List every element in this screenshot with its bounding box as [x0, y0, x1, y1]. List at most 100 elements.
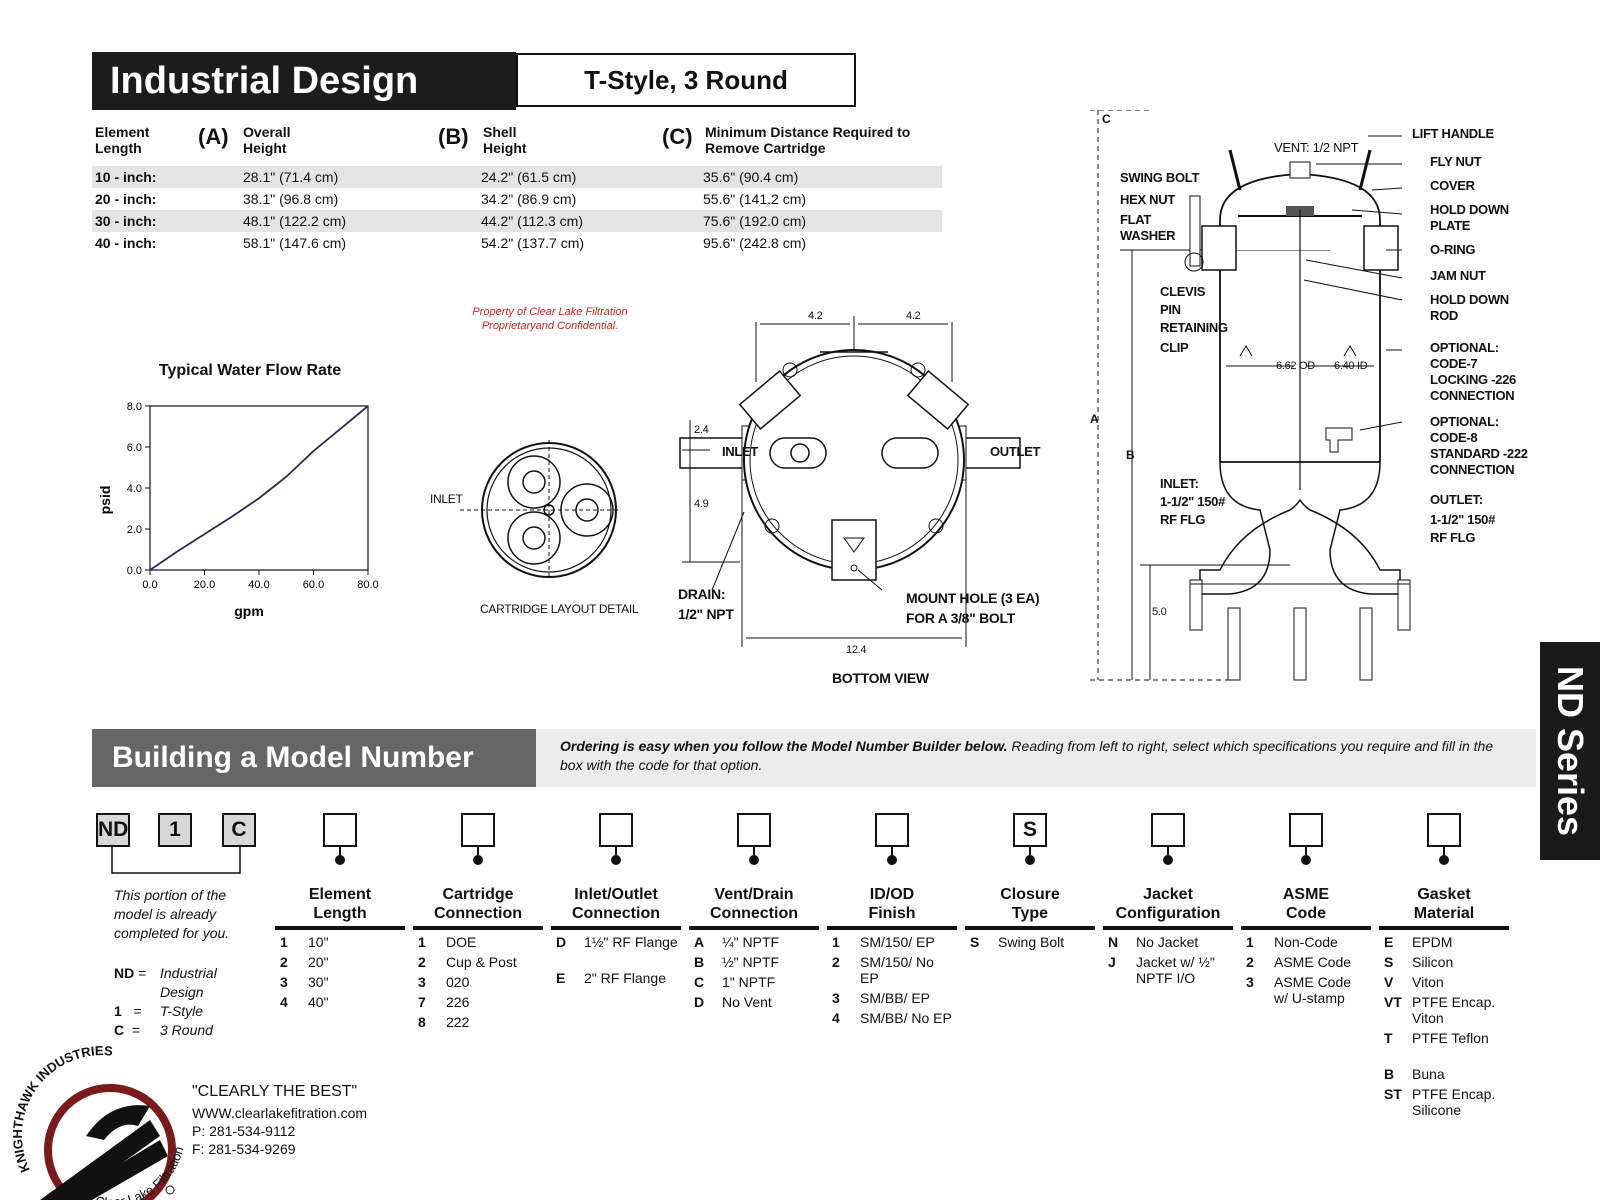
- fax-number: F: 281-534-9269: [192, 1141, 296, 1157]
- dim-24-label: 2.4: [694, 424, 709, 436]
- dim-c-label: C: [1102, 112, 1111, 126]
- option-code: 4: [832, 1010, 840, 1026]
- cell-b: 24.2" (61.5 cm): [481, 169, 577, 185]
- connector-dot: [473, 855, 483, 865]
- bottom-view-drawing: 4.2 4.2 2.4 4.9 INLET OUTLET DRAIN: 1/2"…: [660, 310, 1060, 692]
- website-link[interactable]: WWW.clearlakefitration.com: [192, 1105, 368, 1121]
- option-label: Cup & Post: [446, 954, 517, 970]
- option-input-box[interactable]: [599, 813, 633, 847]
- connector-line: [1443, 847, 1445, 859]
- column-underline: [413, 926, 543, 930]
- option-code: J: [1108, 954, 1116, 970]
- x-axis-label: gpm: [234, 603, 264, 619]
- dim-124-label: 12.4: [846, 644, 867, 656]
- drain-label-2: 1/2" NPT: [678, 606, 734, 622]
- cell-b: 34.2" (86.9 cm): [481, 191, 577, 207]
- option-label: EPDM: [1412, 934, 1453, 950]
- jam-nut-label: JAM NUT: [1430, 268, 1486, 283]
- option-code: VT: [1384, 994, 1402, 1010]
- option-label: ASME Code: [1274, 954, 1352, 970]
- column-header-line2: Type: [1011, 905, 1049, 922]
- column-header-line1: Cartridge: [442, 886, 514, 903]
- option-input-box[interactable]: [1427, 813, 1461, 847]
- connector-line: [1305, 847, 1307, 859]
- side-outlet-label-1: OUTLET:: [1430, 492, 1483, 507]
- page-subtitle: T-Style, 3 Round: [516, 53, 856, 107]
- flat-washer-label-1: FLAT: [1120, 212, 1152, 227]
- option-code: S: [970, 934, 980, 950]
- description-bold: Ordering is easy when you follow the Mod…: [560, 738, 1008, 754]
- column-header-line1: Inlet/Outlet: [574, 886, 658, 903]
- option-label: SM/150/ EP: [860, 934, 935, 950]
- option-label: No Vent: [722, 994, 772, 1010]
- option-label: PTFE Encap. Viton: [1412, 994, 1496, 1026]
- option-label: SM/150/ No EP: [860, 954, 934, 986]
- x-tick-label: 0.0: [142, 579, 157, 591]
- connector-line: [891, 847, 893, 859]
- optional-7-label-3: LOCKING -226: [1430, 372, 1516, 387]
- hold-down-plate-label-2: PLATE: [1430, 218, 1471, 233]
- side-outlet-label-3: RF FLG: [1430, 530, 1476, 545]
- option-code: E: [1384, 934, 1394, 950]
- y-tick-label: 0.0: [127, 565, 142, 577]
- option-code: D: [556, 934, 567, 950]
- column-header-line1: ID/OD: [869, 886, 915, 903]
- column-underline: [551, 926, 681, 930]
- column-underline: [1103, 926, 1233, 930]
- optional-7-label-4: CONNECTION: [1430, 388, 1515, 403]
- option-input-box[interactable]: [461, 813, 495, 847]
- bottom-inlet-label: INLET: [722, 444, 759, 459]
- option-code: D: [694, 994, 705, 1010]
- option-label: Swing Bolt: [998, 934, 1065, 950]
- optional-7-label-2: CODE-7: [1430, 356, 1478, 371]
- cell-c: 55.6" (141.2 cm): [703, 191, 807, 207]
- option-input-box[interactable]: [737, 813, 771, 847]
- option-input-box[interactable]: S: [1013, 813, 1047, 847]
- column-header-line2: Material: [1413, 905, 1475, 922]
- option-input-box[interactable]: [323, 813, 357, 847]
- od-label: 6.62 OD: [1276, 360, 1315, 372]
- drain-label-1: DRAIN:: [678, 586, 726, 602]
- knighthawk-logo: KNIGHTHAWK INDUSTRIES Clear Lake Filtrat…: [10, 1043, 186, 1200]
- id-label: 6.40 ID: [1334, 360, 1368, 372]
- col-letter-a: (A): [198, 124, 229, 149]
- bottom-view-caption: BOTTOM VIEW: [832, 670, 929, 686]
- side-outlet-label-2: 1-1/2" 150#: [1430, 512, 1496, 527]
- cartridge-inlet-label: INLET: [430, 492, 463, 506]
- option-input-box[interactable]: [1289, 813, 1323, 847]
- legend-eq: =: [138, 965, 147, 981]
- column-header-line2: Connection: [710, 905, 798, 922]
- option-code: T: [1384, 1030, 1393, 1046]
- cell-c: 75.6" (192.0 cm): [703, 213, 807, 229]
- option-code: 2: [1246, 954, 1254, 970]
- connector-line: [1167, 847, 1169, 859]
- x-tick-label: 40.0: [248, 579, 269, 591]
- property-note-line1: Property of Clear Lake Filtration: [472, 306, 628, 318]
- mount-hole-label-2: FOR A 3/8" BOLT: [906, 610, 1015, 626]
- clevis-label-4: CLIP: [1160, 340, 1189, 355]
- side-inlet-label-2: 1-1/2" 150#: [1160, 494, 1226, 509]
- connector-dot: [335, 855, 345, 865]
- option-input-box[interactable]: [875, 813, 909, 847]
- connector-dot: [1439, 855, 1449, 865]
- cell-b: 54.2" (137.7 cm): [481, 235, 585, 251]
- cell-c: 35.6" (90.4 cm): [703, 169, 799, 185]
- column-underline: [275, 926, 405, 930]
- cover-label: COVER: [1430, 178, 1475, 193]
- cartridge-drawing: [460, 440, 620, 580]
- clevis-label-3: RETAINING: [1160, 320, 1228, 335]
- connector-dot: [887, 855, 897, 865]
- y-tick-label: 4.0: [127, 483, 142, 495]
- property-note-line2: Proprietaryand Confidential.: [481, 320, 619, 332]
- option-label: ¼" NPTF: [722, 934, 780, 950]
- option-code: A: [694, 934, 705, 950]
- mount-hole-label-1: MOUNT HOLE (3 EA): [906, 590, 1040, 606]
- column-header-line1: Closure: [1000, 886, 1060, 903]
- option-input-box[interactable]: [1151, 813, 1185, 847]
- model-builder-description: Ordering is easy when you follow the Mod…: [536, 729, 1536, 787]
- column-underline: [689, 926, 819, 930]
- flow-rate-series-line: [149, 405, 369, 571]
- column-underline: [1241, 926, 1371, 930]
- side-view-svg: [1090, 109, 1411, 681]
- legend-code: 1: [114, 1003, 122, 1019]
